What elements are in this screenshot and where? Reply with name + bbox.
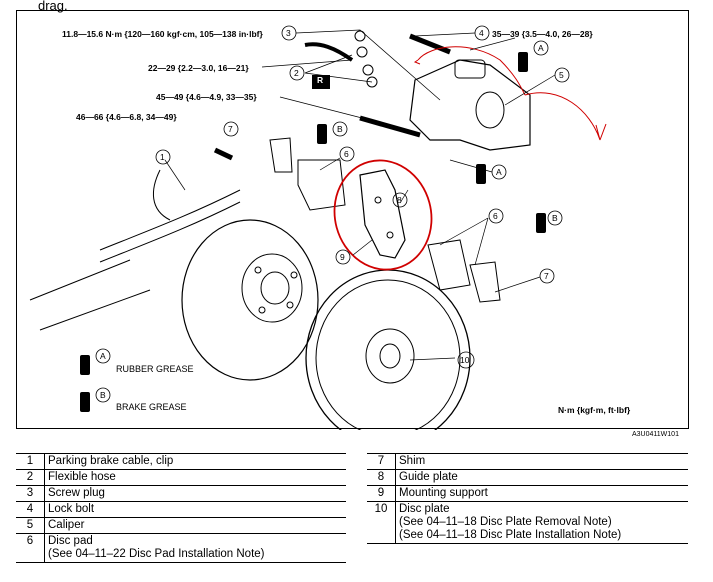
callout-2: 2 [294,68,299,78]
figure-code: A3U0411W101 [632,431,679,438]
callout-8: 8 [397,195,402,205]
part-note: (See 04–11–18 Disc Plate Installation No… [399,529,622,541]
caliper-drawing [359,33,531,151]
replace-mark-box [312,75,330,89]
callout-lines [164,29,556,361]
grease-mark-a-1: A [538,43,544,53]
grease-mark-b-2: B [552,213,558,223]
callout-6-left: 6 [344,149,349,159]
brake-exploded-diagram [29,25,607,430]
diagram-frame [16,10,689,429]
torque-label-screw-plug: 11.8—15.6 N·m {120—160 kgf·cm, 105—138 i… [62,29,263,39]
legend-rubber-grease: RUBBER GREASE [116,364,194,374]
hub-backing-plate-drawing [29,169,319,381]
mounting-support-drawing [359,169,406,259]
callout-9: 9 [340,252,345,262]
callout-3: 3 [286,28,291,38]
torque-label-lock-bolt: 35—39 {3.5—4.0, 26—28} [492,29,593,39]
grease-mark-b-1: B [337,124,343,134]
grease-mark-a-2: A [496,167,502,177]
callout-4: 4 [479,28,484,38]
red-annotations [333,46,607,271]
torque-label-caliper-bolt: 45—49 {4.6—4.9, 33—35} [156,92,257,102]
callout-6-right: 6 [493,211,498,221]
callout-7-left: 7 [228,124,233,134]
top-text-fragment: drag. [38,0,68,13]
disc-pads-drawing [213,137,501,303]
part-note: (See 04–11–22 Disc Pad Installation Note… [48,548,265,560]
torque-label-flexible-hose: 22—29 {2.2—3.0, 16—21} [148,63,249,73]
legend-b-mark: B [100,390,106,400]
units-label: N·m {kgf·m, ft·lbf} [558,405,631,415]
replace-mark: R [317,75,324,85]
legend-a-mark: A [100,351,106,361]
part-note: (See 04–11–18 Disc Plate Removal Note) [399,516,612,528]
callout-1: 1 [160,152,165,162]
grease-can-icons [80,52,546,412]
legend-brake-grease: BRAKE GREASE [116,402,187,412]
disc-plate-drawing [305,269,471,430]
flexible-hose-drawing [304,30,378,88]
callout-10: 10 [460,355,470,365]
callout-7-right: 7 [544,271,549,281]
torque-label-mounting-support: 46—66 {4.6—6.8, 34—49} [76,112,177,122]
callout-number-circles [95,25,570,403]
callout-5: 5 [559,70,564,80]
